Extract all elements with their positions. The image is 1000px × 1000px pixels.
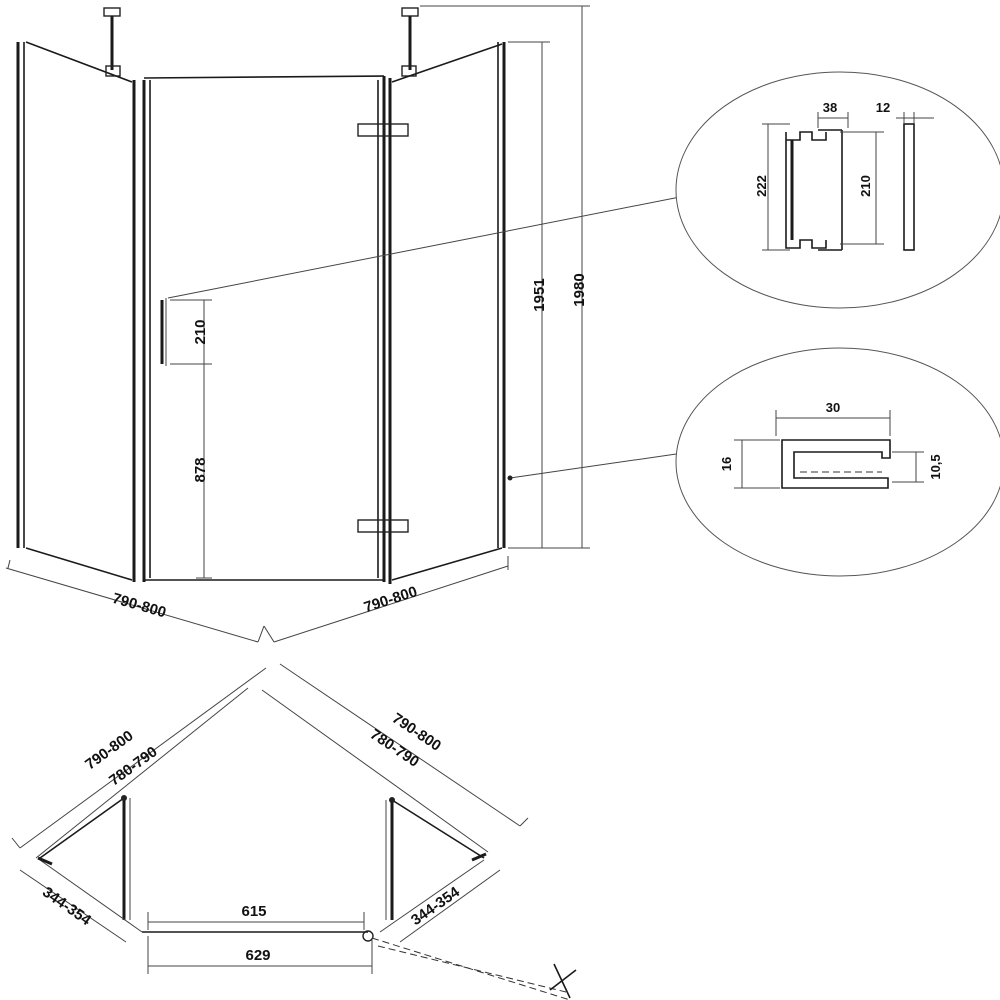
handle-thickness-label: 12 — [876, 100, 890, 115]
inner-height-label: 1951 — [531, 278, 548, 311]
plan-side-left-label: 344-354 — [39, 884, 94, 930]
profile-height-inner-label: 10,5 — [928, 454, 943, 479]
pivot-point-icon — [362, 930, 374, 942]
door-panel — [142, 75, 386, 582]
handle-grip-length-label: 210 — [858, 175, 873, 197]
right-panel-top — [391, 43, 503, 83]
handle-depth-label: 38 — [823, 100, 837, 115]
width-dim-line-left — [5, 567, 259, 643]
plan-view — [11, 663, 577, 1000]
door-swing-path — [371, 937, 571, 1000]
door-handle-plan-icon — [549, 963, 577, 999]
handle-length-label: 210 — [192, 319, 209, 344]
ceiling-bracket-left — [103, 7, 121, 77]
profile-height-outer-label: 16 — [719, 457, 734, 471]
handle-total-length-label: 222 — [754, 175, 769, 197]
handle-leader-line — [167, 194, 691, 299]
hinge-bottom-icon — [357, 519, 409, 533]
handle-height-label: 878 — [192, 457, 209, 482]
profile-leader-line — [509, 451, 691, 479]
width-left-label: 790-800 — [110, 590, 168, 622]
ceiling-bracket-right — [401, 7, 419, 77]
hinge-top-icon — [357, 123, 409, 137]
width-right-label: 790-800 — [362, 583, 420, 616]
plan-outer-right-dim — [279, 663, 521, 827]
handle-detail-callout — [675, 71, 1000, 309]
total-height-label: 1980 — [571, 273, 588, 306]
profile-detail-callout — [675, 347, 1000, 577]
plan-door-inner-label: 615 — [241, 903, 266, 920]
width-dim-line-right — [273, 565, 509, 643]
profile-width-label: 30 — [826, 400, 840, 415]
door-handle-icon — [160, 298, 167, 366]
plan-outer-left-dim — [19, 667, 267, 849]
elevation-view — [5, 5, 691, 643]
plan-door-outer-label: 629 — [245, 947, 270, 964]
plan-side-right-label: 344-354 — [408, 883, 463, 929]
